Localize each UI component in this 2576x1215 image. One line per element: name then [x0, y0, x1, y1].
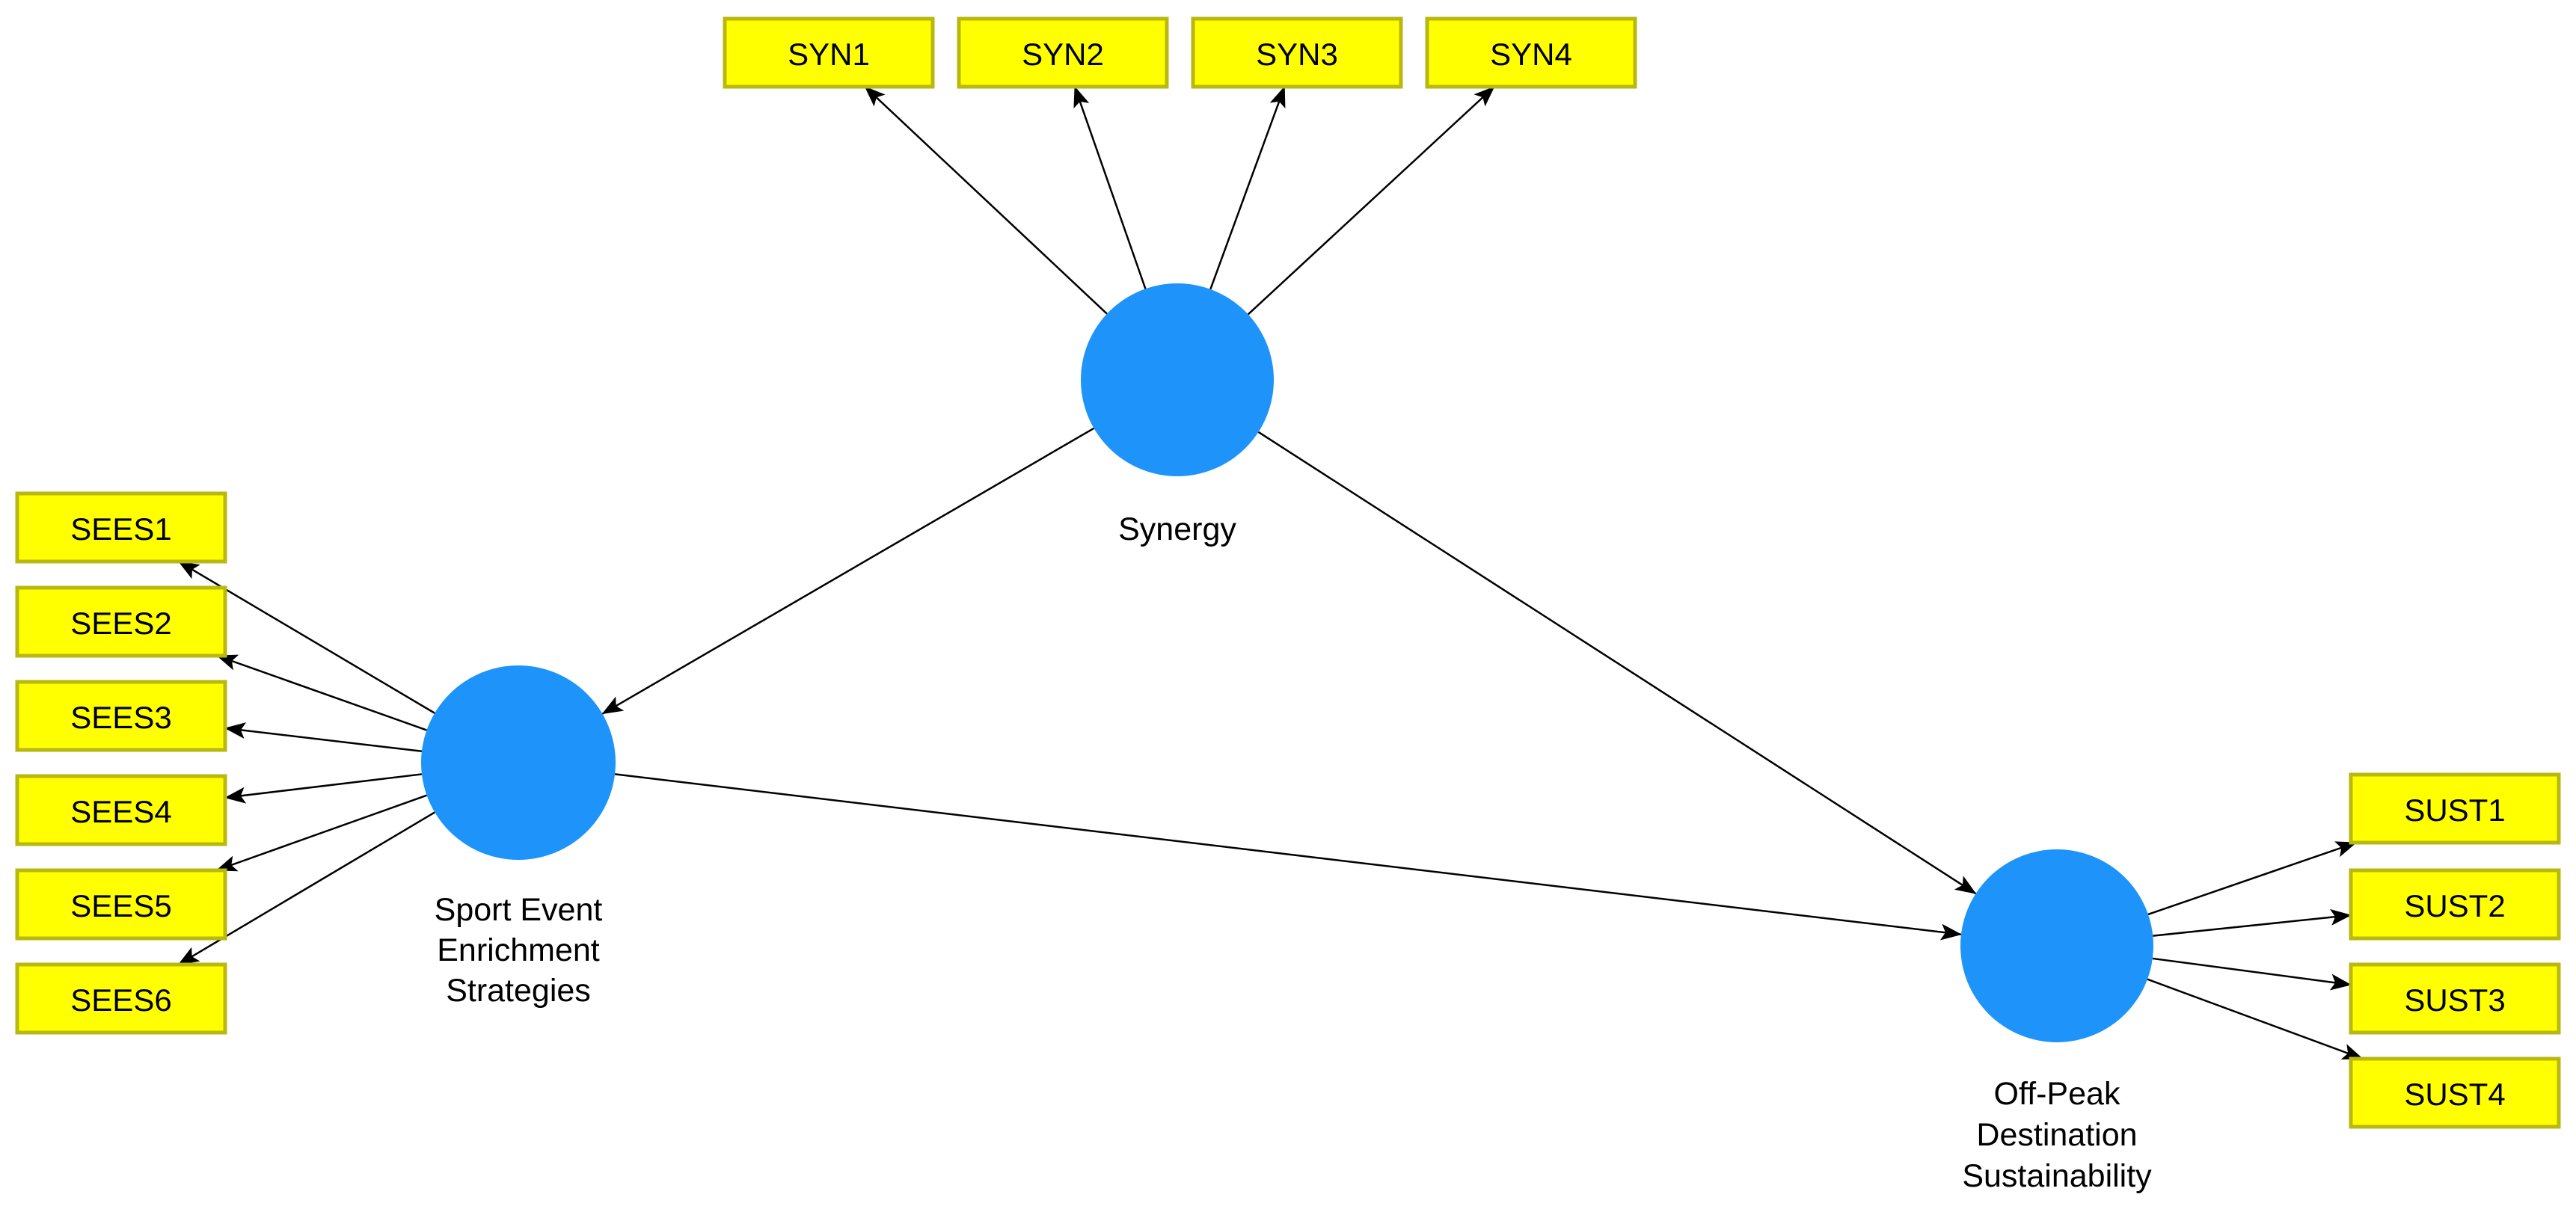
latent-variables-layer [421, 283, 2153, 1042]
measurement-arrow-ods-to-SUST4[interactable] [2147, 978, 2364, 1060]
latent-variable-sees[interactable] [421, 665, 616, 860]
indicator-label-SYN4: SYN4 [1490, 37, 1572, 72]
measurement-arrow-synergy-to-SYN4[interactable] [1247, 86, 1495, 316]
measurement-arrow-sees-to-SEES5[interactable] [215, 794, 427, 872]
latent-variable-label-sees-line-3: Strategies [446, 973, 591, 1009]
latent-variable-ods[interactable] [1960, 849, 2153, 1042]
indicator-box-SYN1[interactable] [723, 16, 935, 89]
indicator-label-SUST1: SUST1 [2404, 793, 2505, 828]
indicator-box-SYN3[interactable] [1191, 16, 1403, 89]
indicator-box-SYN4[interactable] [1425, 16, 1637, 89]
edges-layer [177, 86, 2364, 1060]
latent-variable-label-sees-line-1: Sport Event [435, 892, 603, 928]
indicator-box-SEES1[interactable] [15, 491, 227, 564]
latent-variable-label-ods-line-2: Destination [1976, 1117, 2137, 1153]
indicator-box-SUST2[interactable] [2349, 868, 2561, 941]
indicator-label-SEES1: SEES1 [70, 511, 171, 547]
indicator-box-SEES2[interactable] [15, 585, 227, 658]
measurement-arrow-sees-to-SEES2[interactable] [216, 654, 427, 731]
measurement-arrow-sees-to-SEES4[interactable] [224, 773, 423, 804]
structural-path-sees-to-ods[interactable] [614, 773, 1962, 941]
indicator-box-SYN2[interactable] [957, 16, 1169, 89]
measurement-arrow-sees-to-SEES3[interactable] [224, 722, 423, 753]
structural-path-synergy-to-sees[interactable] [601, 427, 1095, 715]
indicator-box-SUST4[interactable] [2349, 1056, 2561, 1129]
indicator-label-SYN2: SYN2 [1022, 37, 1104, 72]
indicator-label-SEES4: SEES4 [70, 794, 171, 829]
measurement-arrow-ods-to-SUST2[interactable] [2153, 908, 2352, 937]
indicator-label-SEES6: SEES6 [70, 982, 171, 1018]
structural-path-synergy-to-ods[interactable] [1257, 431, 1977, 895]
indicator-box-SEES5[interactable] [15, 868, 227, 941]
indicator-boxes-layer [15, 16, 2561, 1129]
indicator-label-SYN1: SYN1 [788, 37, 870, 72]
latent-variable-label-ods-line-1: Off-Peak [1994, 1076, 2120, 1112]
measurement-arrow-synergy-to-SYN2[interactable] [1073, 86, 1147, 289]
indicator-label-SEES2: SEES2 [70, 606, 171, 641]
indicator-label-SUST3: SUST3 [2404, 982, 2505, 1018]
measurement-arrow-synergy-to-SYN3[interactable] [1209, 86, 1286, 290]
indicator-label-SUST4: SUST4 [2404, 1077, 2505, 1112]
latent-variable-label-ods-line-3: Sustainability [1962, 1158, 2152, 1194]
indicator-box-SUST3[interactable] [2349, 962, 2561, 1035]
measurement-arrow-ods-to-SUST1[interactable] [2147, 841, 2358, 916]
indicator-box-SEES6[interactable] [15, 962, 227, 1035]
indicator-label-SEES5: SEES5 [70, 888, 171, 923]
indicator-box-SEES3[interactable] [15, 680, 227, 752]
indicator-box-SUST1[interactable] [2349, 772, 2561, 845]
indicator-label-SUST2: SUST2 [2404, 888, 2505, 923]
indicator-label-SYN3: SYN3 [1256, 37, 1338, 72]
latent-variable-label-synergy-line-1: Synergy [1118, 511, 1236, 547]
indicator-box-SEES4[interactable] [15, 774, 227, 846]
latent-variable-synergy[interactable] [1081, 283, 1274, 476]
latent-variable-label-sees-line-2: Enrichment [437, 932, 600, 968]
measurement-arrow-ods-to-SUST3[interactable] [2152, 957, 2352, 991]
measurement-arrow-synergy-to-SYN1[interactable] [864, 86, 1108, 315]
indicator-label-SEES3: SEES3 [70, 700, 171, 735]
